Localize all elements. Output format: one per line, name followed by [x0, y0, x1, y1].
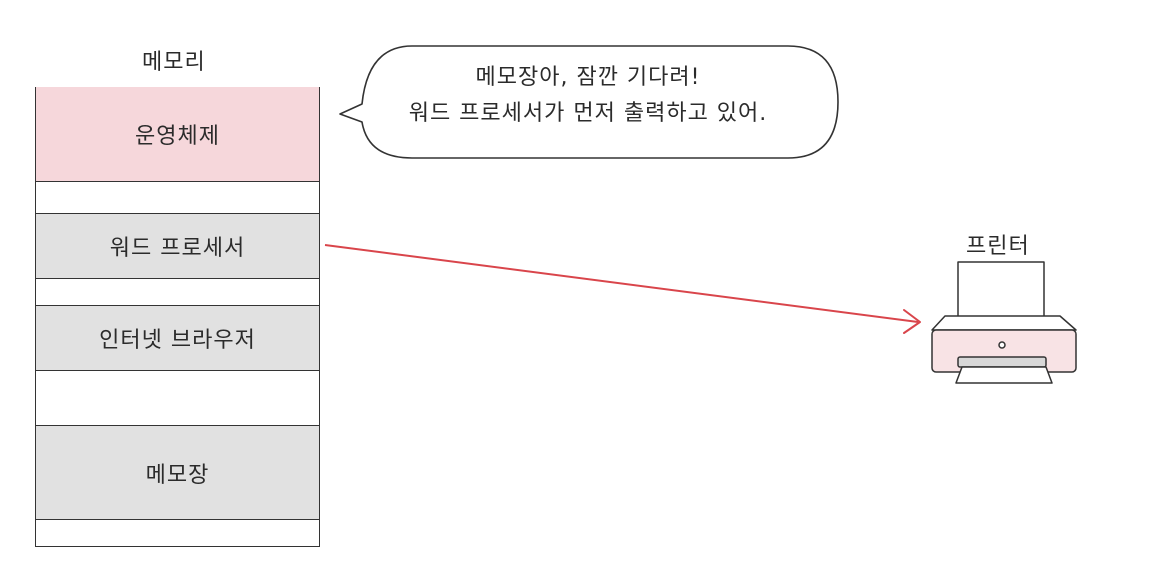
speech-bubble-text: 메모장아, 잠깐 기다려! 워드 프로세서가 먼저 출력하고 있어.: [368, 60, 808, 132]
speech-bubble: [339, 45, 839, 159]
memory-stack: 운영체제 워드 프로세서 인터넷 브라우저 메모장: [35, 87, 320, 547]
speech-line-1: 메모장아, 잠깐 기다려!: [475, 65, 701, 90]
memory-block-notepad: 메모장: [36, 425, 319, 520]
memory-block-browser: 인터넷 브라우저: [36, 305, 319, 371]
printer-icon: [931, 261, 1077, 384]
memory-title: 메모리: [142, 50, 206, 75]
memory-block-os: 운영체제: [36, 87, 319, 182]
printer-title: 프린터: [966, 234, 1030, 259]
print-arrow: [324, 244, 921, 334]
memory-block-word-processor: 워드 프로세서: [36, 213, 319, 279]
speech-line-2: 워드 프로세서가 먼저 출력하고 있어.: [408, 101, 768, 126]
